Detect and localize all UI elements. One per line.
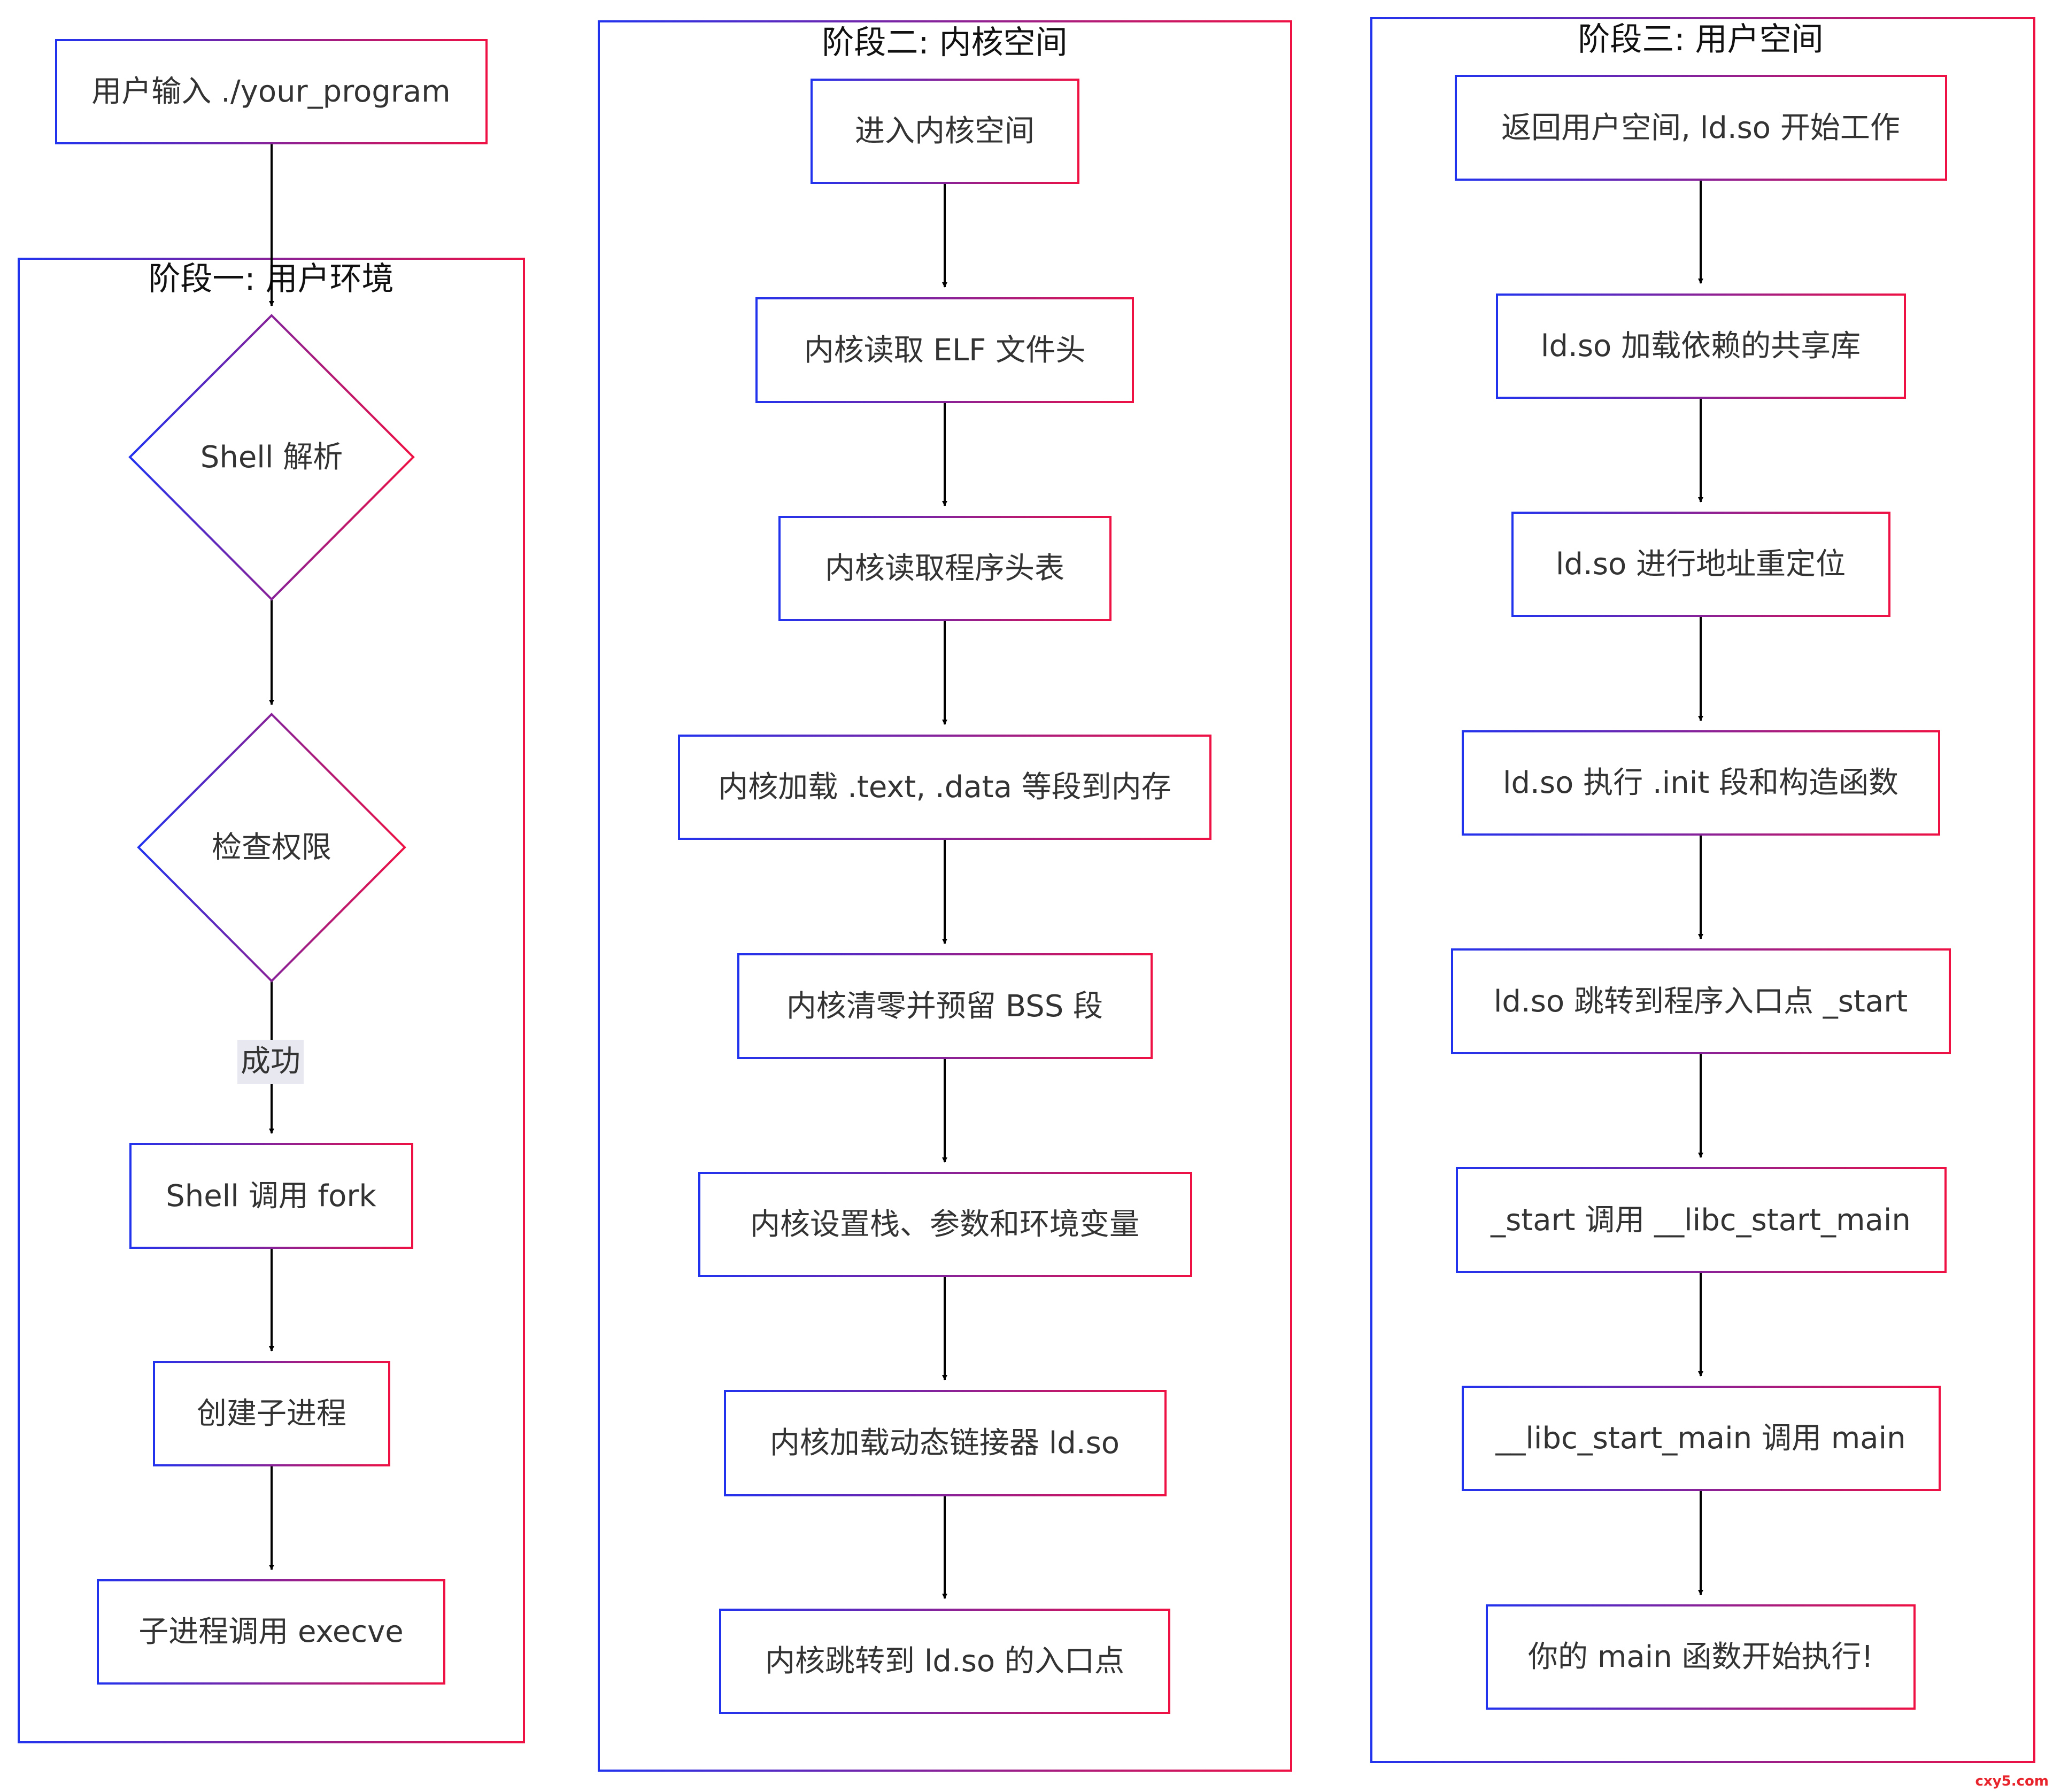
node-start-calls-libc-label: _start 调用 __libc_start_main	[1490, 1203, 1911, 1238]
node-shell-fork-label: Shell 调用 fork	[166, 1179, 376, 1214]
node-shell-fork: Shell 调用 fork	[129, 1143, 413, 1249]
node-shell-parse-label: Shell 解析	[200, 440, 343, 475]
node-load-dynamic-linker-label: 内核加载动态链接器 ld.so	[770, 1426, 1120, 1461]
node-setup-stack-label: 内核设置栈、参数和环境变量	[750, 1207, 1139, 1242]
node-enter-kernel-label: 进入内核空间	[855, 114, 1035, 149]
node-load-shared-libs: ld.so 加载依赖的共享库	[1496, 293, 1906, 399]
node-create-child-label: 创建子进程	[197, 1396, 346, 1431]
node-read-program-headers: 内核读取程序头表	[778, 516, 1112, 621]
node-user-input: 用户输入 ./your_program	[55, 39, 488, 144]
node-main-runs-label: 你的 main 函数开始执行!	[1528, 1640, 1873, 1674]
node-shell-parse: Shell 解析	[128, 314, 415, 601]
node-read-elf-header-label: 内核读取 ELF 文件头	[804, 333, 1085, 368]
stage-two-title: 阶段二: 内核空间	[822, 24, 1067, 61]
node-main-runs: 你的 main 函数开始执行!	[1486, 1604, 1916, 1710]
node-check-permission: 检查权限	[137, 713, 406, 983]
stage-three-title: 阶段三: 用户空间	[1578, 21, 1823, 58]
node-return-user-space: 返回用户空间, ld.so 开始工作	[1455, 75, 1947, 181]
node-create-child: 创建子进程	[153, 1361, 390, 1466]
node-read-program-headers-label: 内核读取程序头表	[825, 551, 1064, 586]
node-load-shared-libs-label: ld.so 加载依赖的共享库	[1541, 329, 1861, 364]
node-user-input-label: 用户输入 ./your_program	[91, 74, 450, 109]
node-return-user-space-label: 返回用户空间, ld.so 开始工作	[1501, 111, 1900, 145]
stage-two-container: 阶段二: 内核空间	[598, 20, 1292, 1772]
node-run-init: ld.so 执行 .init 段和构造函数	[1462, 730, 1940, 836]
node-read-elf-header: 内核读取 ELF 文件头	[755, 297, 1134, 403]
node-child-execve-label: 子进程调用 execve	[138, 1615, 404, 1649]
node-jump-ldso-entry-label: 内核跳转到 ld.so 的入口点	[765, 1644, 1124, 1679]
node-relocation: ld.so 进行地址重定位	[1511, 512, 1890, 617]
node-zero-bss-label: 内核清零并预留 BSS 段	[786, 989, 1103, 1024]
node-run-init-label: ld.so 执行 .init 段和构造函数	[1503, 766, 1898, 800]
node-check-permission-label: 检查权限	[212, 830, 331, 865]
node-start-calls-libc: _start 调用 __libc_start_main	[1456, 1167, 1947, 1273]
node-libc-calls-main: __libc_start_main 调用 main	[1462, 1386, 1941, 1491]
edges	[269, 143, 1703, 1599]
node-setup-stack: 内核设置栈、参数和环境变量	[698, 1172, 1192, 1277]
edge-label-success-text: 成功	[241, 1044, 300, 1079]
node-jump-ldso-entry: 内核跳转到 ld.so 的入口点	[719, 1609, 1170, 1714]
node-child-execve: 子进程调用 execve	[97, 1579, 445, 1685]
node-zero-bss: 内核清零并预留 BSS 段	[737, 953, 1153, 1059]
node-load-dynamic-linker: 内核加载动态链接器 ld.so	[724, 1390, 1167, 1496]
edge-label-success: 成功	[237, 1040, 304, 1084]
stage-three-container: 阶段三: 用户空间	[1370, 17, 2035, 1763]
node-jump-start: ld.so 跳转到程序入口点 _start	[1451, 948, 1951, 1054]
node-enter-kernel: 进入内核空间	[811, 79, 1079, 184]
node-jump-start-label: ld.so 跳转到程序入口点 _start	[1494, 984, 1908, 1019]
node-relocation-label: ld.so 进行地址重定位	[1556, 547, 1846, 582]
node-libc-calls-main-label: __libc_start_main 调用 main	[1495, 1421, 1905, 1456]
node-load-segments: 内核加载 .text, .data 等段到内存	[678, 735, 1211, 840]
node-load-segments-label: 内核加载 .text, .data 等段到内存	[718, 770, 1171, 805]
watermark: cxy5.com	[1975, 1773, 2049, 1789]
